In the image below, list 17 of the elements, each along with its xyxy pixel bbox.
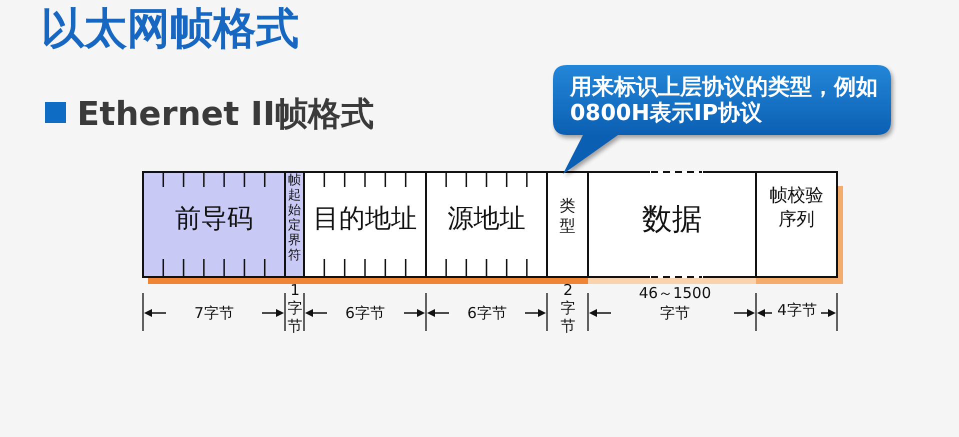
field-name: 类型 — [559, 196, 576, 236]
dimension-label: 6字节 — [467, 304, 507, 322]
field-name: 目的地址 — [313, 204, 417, 235]
callout-text: 用来标识上层协议的类型，例如0800H表示IP协议 — [570, 75, 879, 127]
dimension-label: 6字节 — [345, 304, 385, 322]
dimension-label: 1字节 — [287, 281, 303, 335]
dimension-label: 46～1500字节 — [638, 283, 712, 323]
dimension-label: 4字节 — [777, 301, 817, 319]
dimension-label: 2字节 — [560, 281, 576, 335]
field-name: 帧校验序列 — [768, 184, 824, 232]
dimension-label: 7字节 — [194, 304, 234, 322]
field-name: 前导码 — [175, 204, 253, 235]
page-title: 以太网帧格式 — [41, 3, 299, 55]
field-name: 数据 — [642, 202, 702, 238]
subheading: Ethernet II帧格式 — [77, 93, 374, 135]
field-name: 源地址 — [448, 204, 526, 235]
field-name: 帧起始定界符 — [288, 172, 302, 262]
